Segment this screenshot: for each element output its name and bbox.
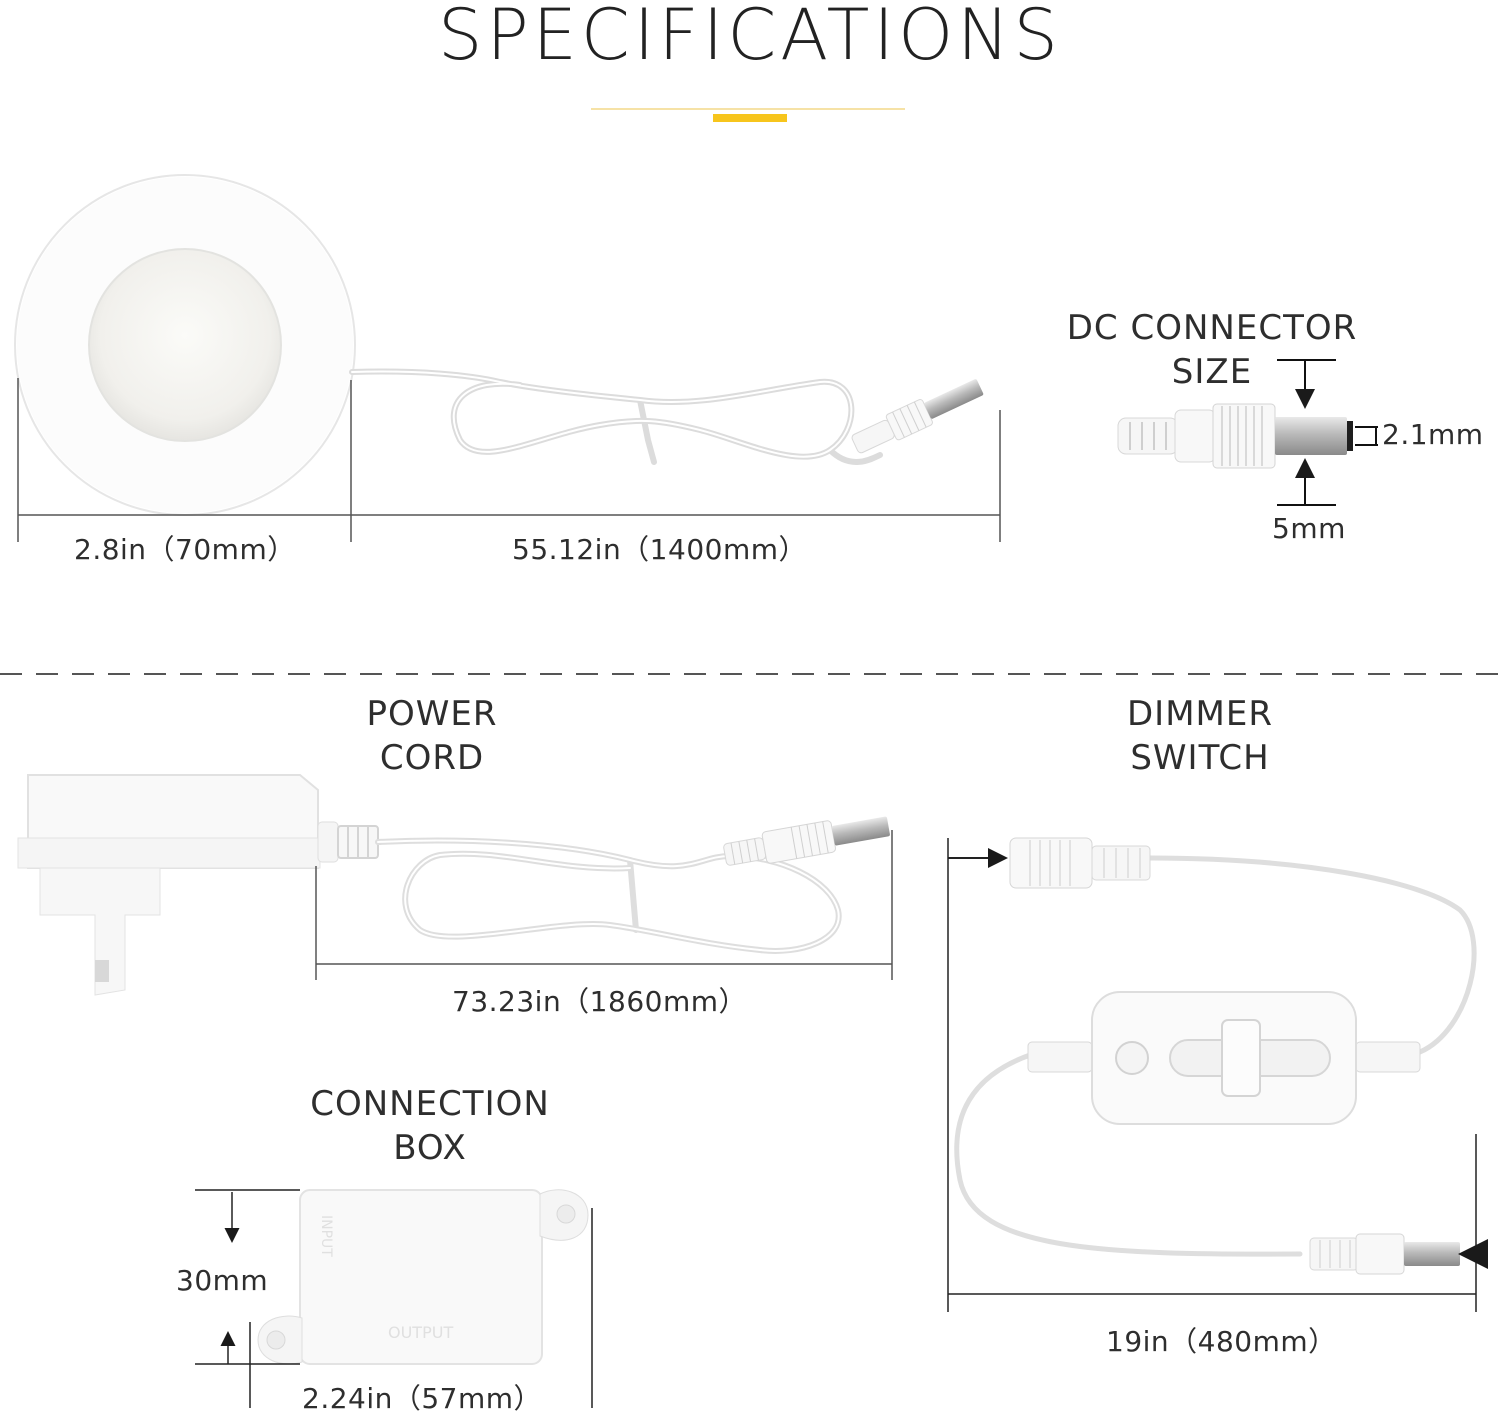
- power-cord-dimension-lines: [315, 830, 893, 980]
- dimmer-switch-heading-line2: SWITCH: [1130, 738, 1270, 778]
- dimmer-switch-heading-line1: DIMMER: [1127, 694, 1273, 734]
- puck-cable: [349, 368, 883, 465]
- dimmer-switch-heading: DIMMER SWITCH: [1070, 692, 1330, 780]
- dc-connector-heading-line2: SIZE: [1171, 352, 1253, 392]
- connection-box-width-label: 2.24in（57mm）: [302, 1382, 543, 1415]
- power-cord-dc-plug: [723, 816, 890, 866]
- dimmer-cable: [954, 855, 1477, 1257]
- dimmer-dimension-lines: [947, 838, 1488, 1312]
- connection-box-input-text: INPUT: [318, 1215, 334, 1257]
- power-cord-cable: [375, 837, 842, 954]
- title-divider-line: [591, 108, 905, 110]
- connection-box-heading-line1: CONNECTION: [310, 1084, 550, 1124]
- power-adapter-image: [17, 774, 379, 996]
- connection-box-dimension-lines: [195, 1189, 593, 1408]
- dc-connector-inner-label: 2.1mm: [1382, 418, 1484, 451]
- dimmer-switch-body: [1027, 991, 1421, 1125]
- dimmer-length-label: 19in（480mm）: [1106, 1325, 1337, 1358]
- power-cord-length-label: 73.23in（1860mm）: [452, 985, 747, 1018]
- connection-box-heading-line2: BOX: [393, 1128, 467, 1168]
- connection-box-output-text: OUTPUT: [388, 1323, 453, 1342]
- dc-connector-outer-label: 5mm: [1272, 512, 1346, 545]
- puck-cable-length-label: 55.12in（1400mm）: [512, 533, 807, 566]
- connection-box-image: INPUT OUTPUT: [257, 1189, 589, 1365]
- power-cord-heading-line1: POWER: [366, 694, 498, 734]
- connection-box-height-label: 30mm: [176, 1264, 269, 1297]
- dimmer-output-plug: [1309, 1233, 1460, 1275]
- power-cord-heading: POWER CORD: [302, 692, 562, 780]
- dc-connector-heading: DC CONNECTOR SIZE: [1052, 306, 1372, 394]
- connection-box-heading: CONNECTION BOX: [290, 1082, 570, 1170]
- power-cord-heading-line2: CORD: [379, 738, 485, 778]
- dc-connector-heading-line1: DC CONNECTOR: [1066, 308, 1358, 348]
- page-title: SPECIFICATIONS: [438, 0, 1062, 76]
- dc-connector-image: [1117, 403, 1353, 469]
- puck-dc-plug: [851, 379, 984, 454]
- title-accent-bar: [713, 114, 787, 122]
- puck-diameter-label: 2.8in（70mm）: [74, 533, 296, 566]
- dc-connector-dimension-lines: [1277, 359, 1378, 506]
- dimmer-input-connector: [1009, 837, 1151, 889]
- puck-dimension-lines: [17, 378, 1001, 542]
- puck-light-image: [14, 174, 356, 516]
